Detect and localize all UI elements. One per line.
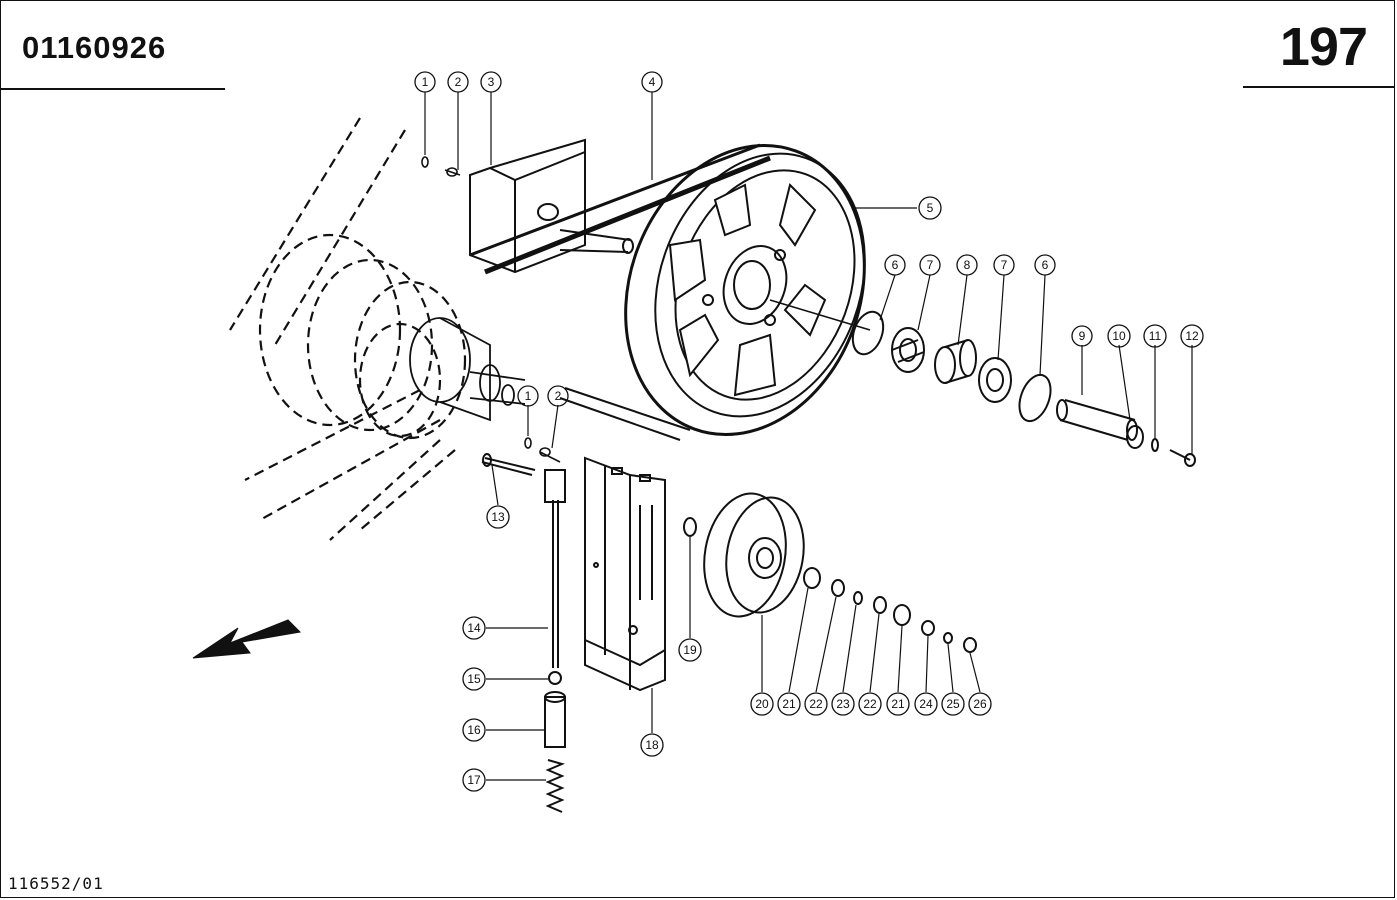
drawing-reference: 116552/01 (8, 874, 104, 893)
callout-22a: 22 (804, 692, 828, 716)
svg-text:1: 1 (525, 389, 532, 403)
callout-1a: 1 (414, 71, 436, 93)
callout-11: 11 (1143, 324, 1167, 348)
svg-text:7: 7 (1001, 258, 1008, 272)
callout-14: 14 (462, 616, 486, 640)
svg-text:18: 18 (645, 738, 659, 752)
part-callouts: 1 2 3 4 5 6 7 8 7 6 9 10 11 12 1 2 13 14… (414, 71, 1204, 792)
svg-text:14: 14 (467, 621, 481, 635)
svg-text:2: 2 (455, 75, 462, 89)
large-pulley (624, 143, 871, 437)
header-rule-left (1, 88, 225, 90)
page-number: 197 (1279, 17, 1368, 77)
upper-fasteners (421, 156, 561, 463)
svg-text:2: 2 (555, 389, 562, 403)
svg-text:25: 25 (946, 697, 960, 711)
idler-pulley-assembly (683, 492, 977, 653)
tensioner-rod-assembly (481, 453, 566, 813)
svg-text:13: 13 (491, 510, 505, 524)
callout-2b: 2 (547, 385, 569, 407)
svg-text:8: 8 (964, 258, 971, 272)
svg-text:4: 4 (649, 75, 656, 89)
callout-16: 16 (462, 718, 486, 742)
svg-text:9: 9 (1079, 329, 1086, 343)
svg-text:26: 26 (973, 697, 987, 711)
callout-4: 4 (641, 71, 663, 93)
svg-text:17: 17 (467, 773, 481, 787)
callout-22b: 22 (858, 692, 882, 716)
header-rule-right (1243, 86, 1395, 88)
callout-19: 19 (678, 638, 702, 662)
svg-text:21: 21 (891, 697, 905, 711)
svg-text:10: 10 (1112, 329, 1126, 343)
callout-9: 9 (1071, 325, 1093, 347)
svg-text:3: 3 (488, 75, 495, 89)
callout-25: 25 (941, 692, 965, 716)
callout-26: 26 (968, 692, 992, 716)
document-number: 01160926 (22, 30, 167, 65)
callout-12: 12 (1180, 324, 1204, 348)
svg-text:12: 12 (1185, 329, 1199, 343)
svg-text:22: 22 (863, 697, 877, 711)
svg-text:6: 6 (1042, 258, 1049, 272)
callout-3: 3 (480, 71, 502, 93)
callout-15: 15 (462, 667, 486, 691)
drive-shaft (409, 317, 526, 422)
callout-7b: 7 (993, 254, 1015, 276)
svg-text:16: 16 (467, 723, 481, 737)
callout-13: 13 (486, 505, 510, 529)
callout-6b: 6 (1034, 254, 1056, 276)
leader-lines (424, 92, 1193, 781)
machine-outline (229, 117, 467, 541)
callout-8: 8 (956, 254, 978, 276)
svg-text:24: 24 (919, 697, 933, 711)
svg-text:7: 7 (927, 258, 934, 272)
svg-text:20: 20 (755, 697, 769, 711)
lower-bracket (584, 456, 666, 692)
svg-text:15: 15 (467, 672, 481, 686)
svg-text:21: 21 (782, 697, 796, 711)
callout-20: 20 (750, 692, 774, 716)
svg-text:19: 19 (683, 643, 697, 657)
callout-21b: 21 (886, 692, 910, 716)
svg-text:23: 23 (836, 697, 850, 711)
svg-text:11: 11 (1149, 329, 1162, 343)
direction-arrow (192, 619, 302, 659)
callout-1b: 1 (517, 385, 539, 407)
callout-24: 24 (914, 692, 938, 716)
upper-bracket (469, 138, 634, 274)
svg-text:6: 6 (892, 258, 899, 272)
callout-23: 23 (831, 692, 855, 716)
shaft-parts-right (851, 310, 1196, 467)
svg-text:5: 5 (927, 201, 934, 215)
callout-17: 17 (462, 768, 486, 792)
callout-2a: 2 (447, 71, 469, 93)
callout-7a: 7 (919, 254, 941, 276)
callout-10: 10 (1107, 324, 1131, 348)
callout-21a: 21 (777, 692, 801, 716)
callout-6a: 6 (884, 254, 906, 276)
v-belt (469, 143, 771, 441)
callout-5: 5 (918, 196, 942, 220)
svg-text:22: 22 (809, 697, 823, 711)
svg-text:1: 1 (422, 75, 429, 89)
callout-18: 18 (640, 733, 664, 757)
